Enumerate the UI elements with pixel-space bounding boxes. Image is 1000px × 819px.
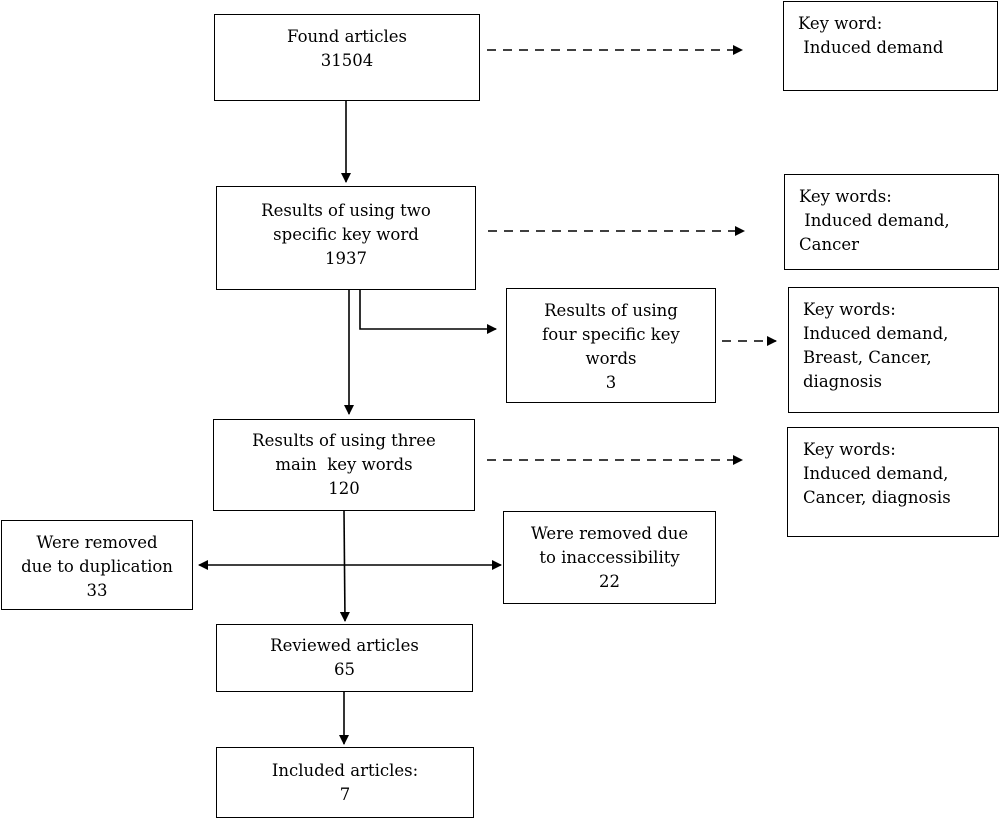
keyword-box-2: Key words: Induced demand, Cancer (784, 174, 999, 270)
four-keywords-line-3: words (585, 349, 637, 368)
keyword-box-4-line-3: Cancer, diagnosis (803, 488, 951, 507)
removed-duplication-count: 33 (86, 581, 108, 600)
three-keywords-line-1: Results of using three (252, 431, 436, 450)
keyword-box-3-line-3: Breast, Cancer, (803, 348, 932, 367)
keyword-box-4-line-1: Key words: (803, 440, 896, 459)
removed-inaccessibility-count: 22 (599, 572, 620, 591)
arrow-three-to-reviewed (339, 510, 350, 622)
found-count: 31504 (320, 51, 374, 70)
arrow-two-to-four (359, 290, 497, 334)
removed-duplication-box: Were removed due to duplication 33 (1, 520, 193, 610)
keyword-box-3-line-4: diagnosis (803, 372, 883, 391)
keyword-box-1: Key word: Induced demand (783, 1, 998, 91)
keyword-box-4-line-2: Induced demand, (803, 464, 949, 483)
four-keywords-line-1: Results of using (544, 301, 678, 320)
found-label: Found articles (287, 27, 407, 46)
two-keywords-box: Results of using two specific key word 1… (216, 186, 476, 290)
removed-inaccessibility-line-2: to inaccessibility (539, 548, 680, 567)
three-keywords-box: Results of using three main key words 12… (213, 419, 475, 511)
included-count: 7 (339, 785, 351, 804)
keyword-box-2-line-2: Induced demand, (799, 211, 950, 230)
three-keywords-line-2: main key words (275, 455, 413, 474)
included-articles-box: Included articles: 7 (216, 747, 474, 818)
removed-inaccessibility-box: Were removed due to inaccessibility 22 (503, 511, 716, 604)
removed-inaccessibility-line-1: Were removed due (530, 524, 689, 543)
keyword-box-1-line-1: Key word: (798, 14, 883, 33)
two-keywords-line-2: specific key word (273, 225, 419, 244)
four-keywords-line-2: four specific key (542, 325, 680, 344)
four-keywords-count: 3 (605, 373, 617, 392)
keyword-box-3: Key words: Induced demand, Breast, Cance… (788, 287, 999, 413)
keyword-box-4: Key words: Induced demand, Cancer, diagn… (787, 427, 999, 537)
keyword-box-2-line-1: Key words: (799, 187, 892, 206)
two-keywords-line-1: Results of using two (261, 201, 431, 220)
keyword-box-3-line-1: Key words: (803, 300, 896, 319)
reviewed-articles-box: Reviewed articles 65 (216, 624, 473, 692)
four-keywords-box: Results of using four specific key words… (506, 288, 716, 403)
included-label: Included articles: (271, 761, 419, 780)
found-articles-box: Found articles 31504 (214, 14, 480, 101)
reviewed-count: 65 (334, 660, 355, 679)
keyword-box-2-line-3: Cancer (799, 235, 859, 254)
three-keywords-count: 120 (328, 479, 360, 498)
removed-duplication-line-2: due to duplication (21, 557, 173, 576)
keyword-box-1-line-2: Induced demand (798, 38, 944, 57)
removed-duplication-line-1: Were removed (36, 533, 158, 552)
keyword-box-3-line-2: Induced demand, (803, 324, 949, 343)
two-keywords-count: 1937 (325, 249, 367, 268)
reviewed-label: Reviewed articles (270, 636, 419, 655)
